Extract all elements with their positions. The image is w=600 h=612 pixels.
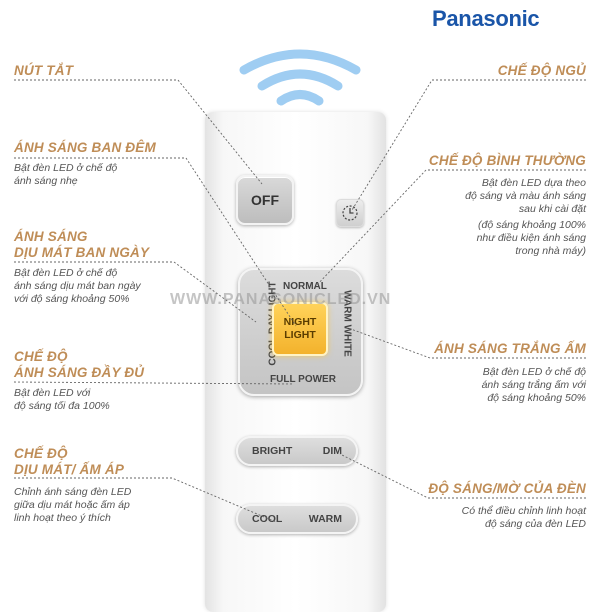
full-power-desc-2: độ sáng tối đa 100%	[14, 400, 110, 412]
full-power-button[interactable]: FULL POWER	[270, 374, 336, 385]
brightness-heading: ĐỘ SÁNG/MỜ CỦA ĐÈN	[428, 481, 586, 496]
night-light-button[interactable]: NIGHT LIGHT	[272, 302, 328, 356]
dim-button[interactable]: DIM	[322, 445, 342, 457]
cool-warm-desc-2: giữa dịu mát hoặc ấm áp	[14, 499, 130, 511]
warm-white-desc-1: Bật đèn LED ở chế độ	[482, 366, 586, 378]
warm-white-heading: ÁNH SÁNG TRẮNG ẤM	[434, 341, 586, 356]
sleep-heading: CHẾ ĐỘ NGỦ	[497, 63, 586, 78]
normal-desc-2: độ sáng và màu ánh sáng	[465, 190, 586, 202]
normal-heading: CHẾ ĐỘ BÌNH THƯỜNG	[428, 153, 586, 168]
normal-desc-1: Bật đèn LED dựa theo	[481, 177, 586, 189]
normal-desc-5: như điều kiện ánh sáng	[476, 232, 586, 244]
cool-warm-desc-1: Chỉnh ánh sáng đèn LED	[14, 486, 132, 498]
off-button[interactable]: OFF	[236, 175, 294, 225]
brightness-desc-1: Có thể điều chỉnh linh hoạt	[461, 505, 586, 517]
off-heading: NÚT TẮT	[14, 63, 74, 78]
full-power-heading-2: ÁNH SÁNG ĐẦY ĐỦ	[14, 365, 145, 380]
warm-button[interactable]: WARM	[308, 513, 342, 525]
normal-desc-4: (độ sáng khoảng 100%	[478, 219, 586, 231]
wireless-signal-icon	[239, 49, 361, 106]
cool-day-desc-3: với độ sáng khoảng 50%	[14, 293, 130, 305]
cool-day-heading-1: ÁNH SÁNG	[14, 229, 88, 244]
full-power-heading-1: CHẾ ĐỘ	[14, 349, 68, 364]
clock-icon	[342, 205, 358, 221]
full-power-desc-1: Bật đèn LED với	[14, 387, 91, 399]
cool-button[interactable]: COOL	[252, 513, 283, 525]
watermark: WWW.PANASONICLED.VN	[170, 291, 392, 308]
panasonic-logo: Panasonic	[432, 6, 540, 31]
cool-day-desc-1: Bật đèn LED ở chế độ	[14, 267, 118, 279]
warm-white-desc-3: độ sáng khoảng 50%	[487, 392, 586, 404]
cool-warm-heading-2: DỊU MÁT/ ẤM ÁP	[14, 462, 125, 477]
warm-white-desc-2: ánh sáng trắng ấm với	[481, 379, 586, 391]
brightness-desc-2: độ sáng của đèn LED	[485, 518, 586, 530]
night-light-desc-1: Bật đèn LED ở chế độ	[14, 162, 118, 174]
cool-day-desc-2: ánh sáng dịu mát ban ngày	[14, 280, 141, 292]
night-light-heading: ÁNH SÁNG BAN ĐÊM	[14, 140, 156, 155]
cool-warm-desc-3: linh hoạt theo ý thích	[14, 512, 111, 524]
normal-desc-3: sau khi cài đặt	[518, 203, 586, 215]
bright-button[interactable]: BRIGHT	[252, 445, 293, 457]
brightness-rocker: BRIGHT DIM	[236, 436, 358, 466]
cool-warm-heading-1: CHẾ ĐỘ	[14, 446, 68, 461]
cool-day-heading-2: DỊU MÁT BAN NGÀY	[14, 245, 150, 260]
normal-desc-6: trong nhà máy)	[515, 245, 586, 257]
night-light-label-line2: LIGHT	[284, 329, 316, 341]
night-light-desc-2: ánh sáng nhẹ	[14, 175, 78, 187]
sleep-timer-button[interactable]	[336, 199, 364, 227]
color-temp-rocker: COOL WARM	[236, 504, 358, 534]
normal-button[interactable]: NORMAL	[283, 281, 327, 292]
